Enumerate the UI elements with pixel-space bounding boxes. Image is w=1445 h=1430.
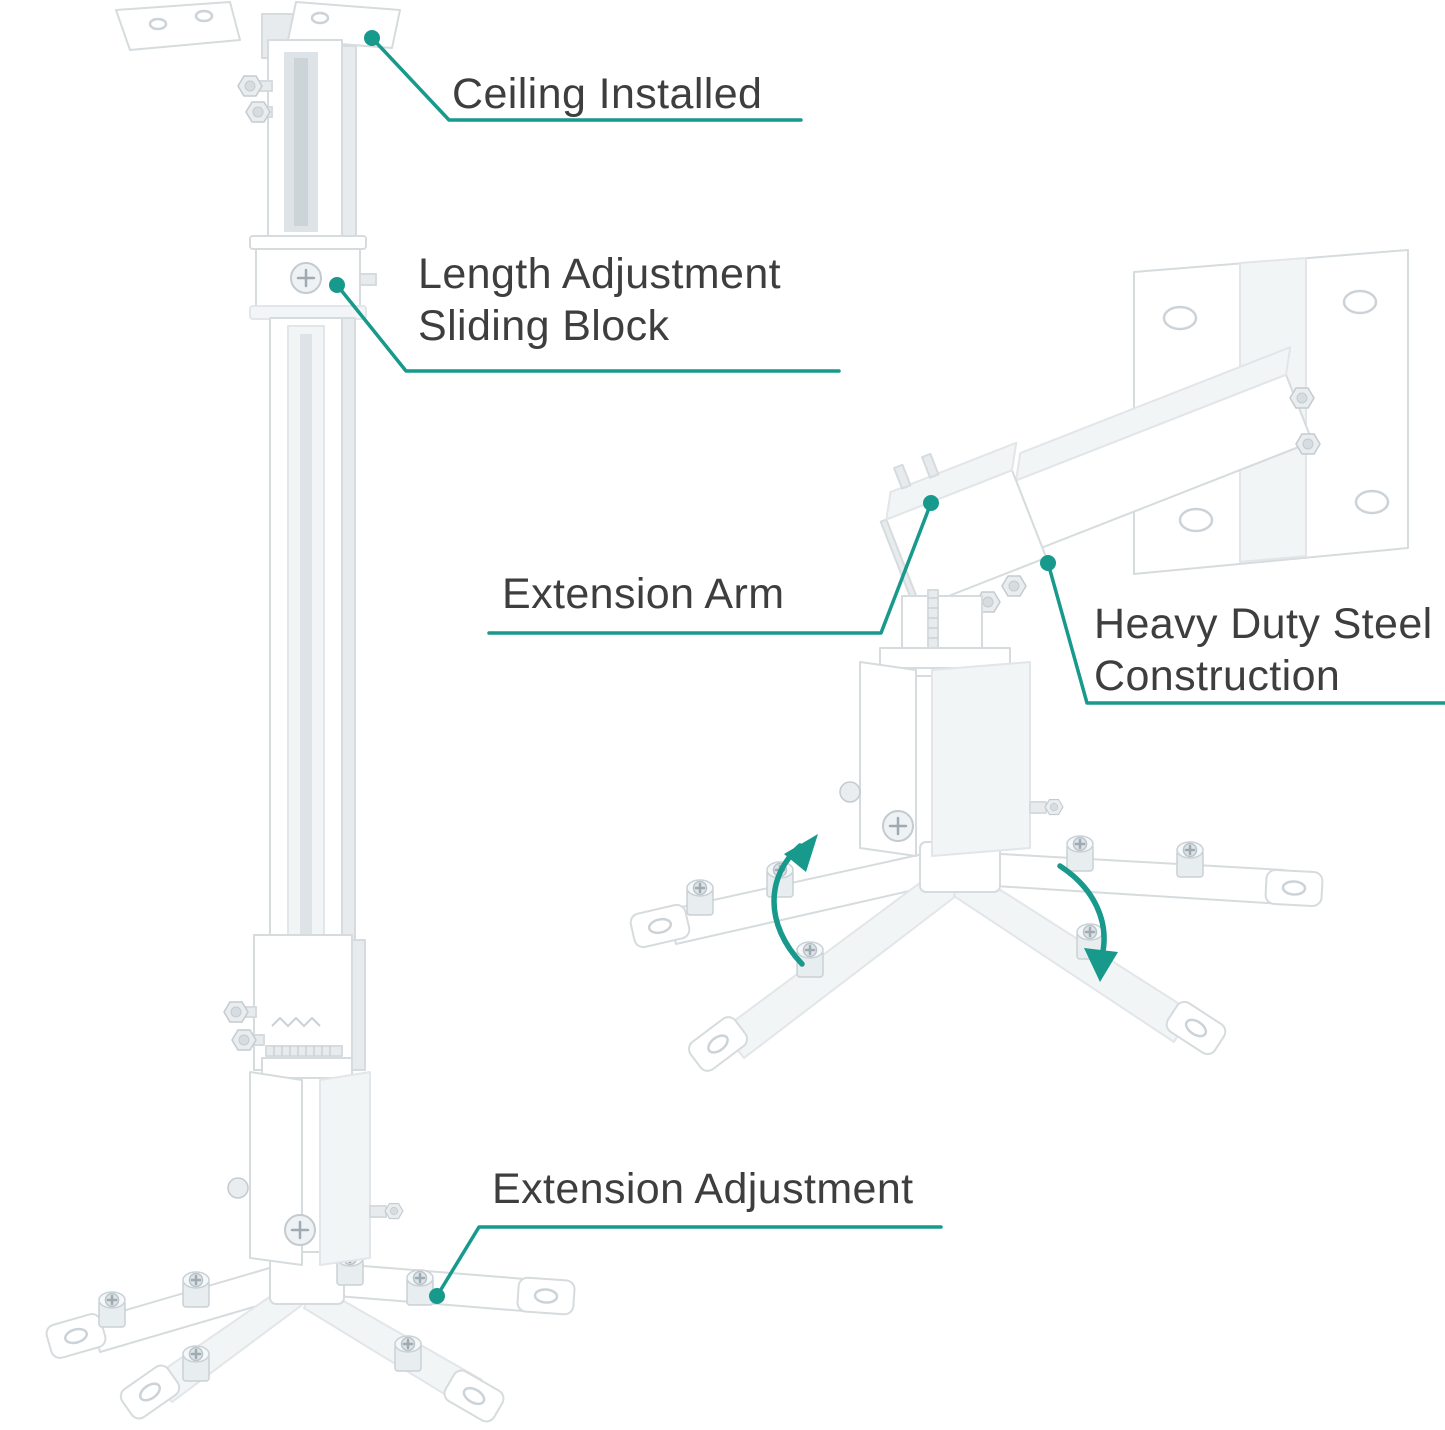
label-heavy-duty-steel: Heavy Duty Steel Construction [1094, 598, 1433, 703]
clamp-bolt [231, 1029, 257, 1051]
wall-plate-hole [1162, 305, 1198, 331]
tilt-bolt [384, 1202, 404, 1220]
label-length-adjustment-line1: Length Adjustment [418, 250, 781, 298]
anchor-dot-extension-arm [923, 495, 939, 511]
projector-screw-post [685, 878, 715, 917]
pivot-knob [839, 781, 861, 803]
tilt-bracket-right [839, 647, 1064, 857]
label-ceiling-installed: Ceiling Installed [452, 70, 763, 118]
upper-tube [237, 39, 357, 241]
ceiling-mount-illustration [43, 1, 577, 1426]
anchor-dot-length-adjustment [329, 277, 345, 293]
mounting-spider-right [627, 834, 1325, 1076]
wall-mount-illustration [627, 249, 1409, 1076]
annotation-leaders [329, 30, 1445, 1304]
spring [271, 1016, 321, 1028]
label-extension-adjustment: Extension Adjustment [492, 1165, 914, 1213]
anchor-dot-heavy-duty-steel [1040, 555, 1056, 571]
projector-screw-post [1175, 840, 1205, 879]
tilt-bracket-left [227, 1057, 404, 1266]
clamp-bolt [223, 1001, 249, 1023]
tilt-screw [881, 809, 915, 843]
sliding-block-screw [289, 261, 323, 295]
mounting-foot [43, 1310, 109, 1362]
projector-screw-post [1065, 834, 1095, 873]
mounting-foot [1263, 868, 1325, 908]
mounting-foot [515, 1275, 577, 1317]
projector-screw-post [97, 1290, 127, 1329]
tilt-screw [283, 1213, 317, 1247]
pivot-knob [227, 1177, 249, 1199]
extension-arm-tube [879, 346, 1314, 611]
tilt-bolt [1044, 798, 1064, 816]
projector-screw-post [393, 1334, 423, 1373]
sliding-block [249, 235, 377, 320]
wall-plate-hole [1342, 289, 1378, 315]
wall-plate-hole [1178, 507, 1214, 533]
threaded-rod [265, 1045, 343, 1057]
projector-screw-post [405, 1268, 435, 1307]
anchor-dot-extension-adjustment [429, 1288, 445, 1304]
mounting-spider [43, 1248, 577, 1426]
ceiling-plate [115, 1, 401, 59]
label-heavy-duty-steel-line1: Heavy Duty Steel [1094, 600, 1433, 648]
label-length-adjustment: Length Adjustment Sliding Block [418, 248, 781, 353]
arm-bolt [1289, 387, 1315, 409]
projector-screw-post [181, 1344, 211, 1383]
leader-line-extension-adjustment [435, 1225, 943, 1298]
clamp-bolt [1001, 575, 1027, 597]
leader-line-ceiling-installed [370, 36, 803, 122]
label-heavy-duty-steel-line2: Construction [1094, 652, 1341, 701]
lower-tube [223, 934, 366, 1071]
threaded-rod [927, 589, 939, 653]
leader-line-length-adjustment [335, 283, 841, 373]
projector-screw-post [181, 1270, 211, 1309]
locking-bolt [237, 75, 263, 97]
rotation-arrow-left-icon [771, 834, 818, 967]
extension-column [269, 317, 356, 969]
anchor-dot-ceiling-installed [364, 30, 380, 46]
label-extension-arm: Extension Arm [502, 570, 785, 618]
rotation-arrow-right-icon [1057, 863, 1118, 982]
leader-line-extension-arm [487, 501, 933, 635]
label-length-adjustment-line2: Sliding Block [418, 302, 670, 351]
arm-bolt [1295, 433, 1321, 455]
locking-bolt [245, 101, 271, 123]
wall-plate-hole [1354, 489, 1390, 515]
leader-line-heavy-duty-steel [1046, 561, 1445, 705]
